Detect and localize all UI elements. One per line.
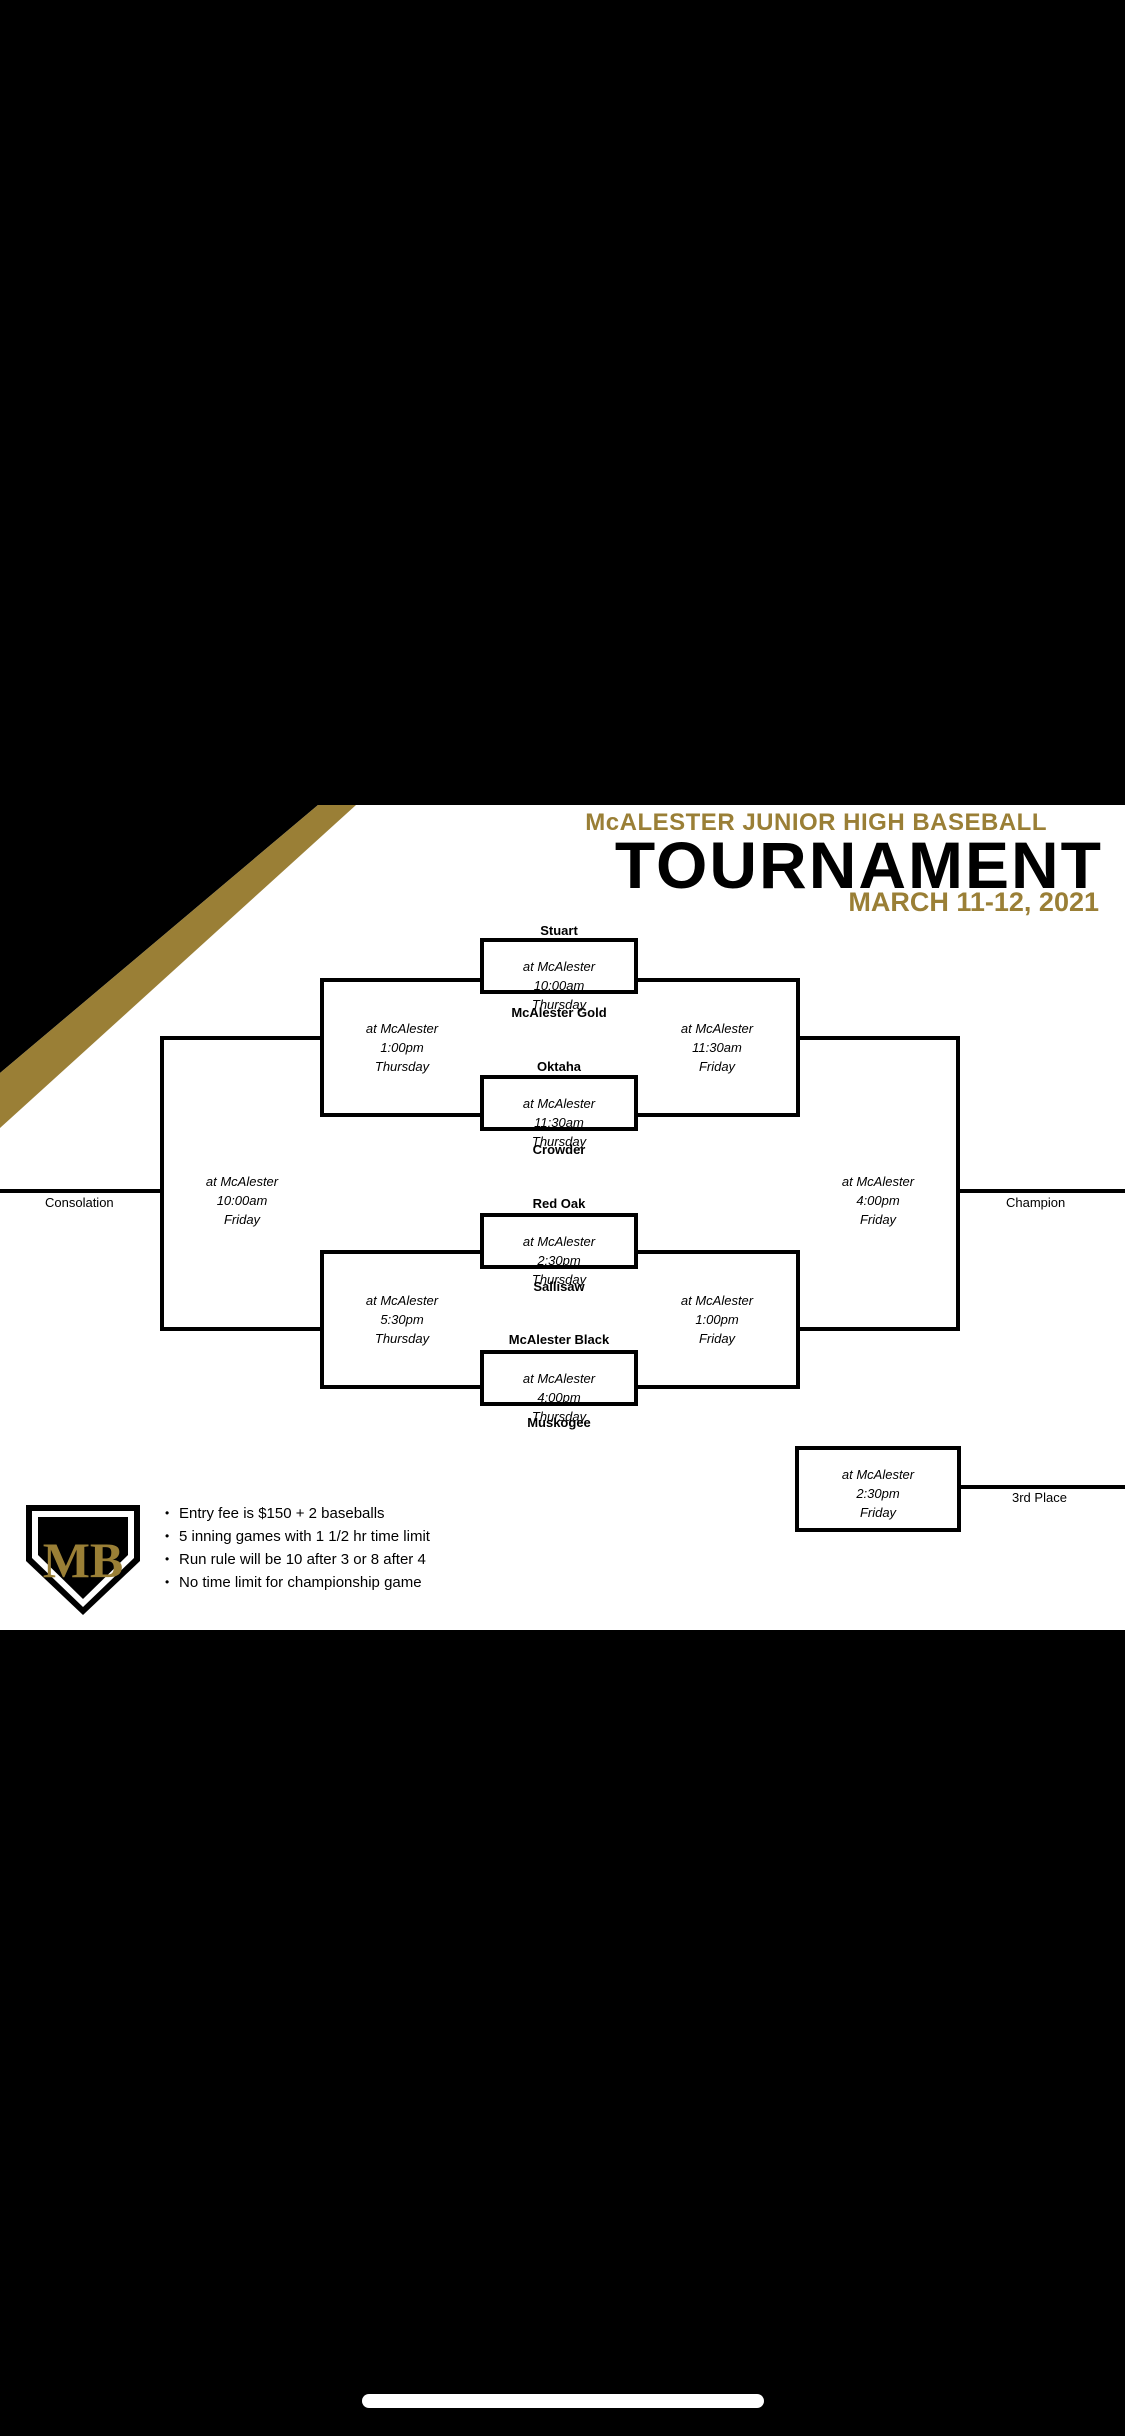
game-venue: at McAlester <box>841 1467 915 1482</box>
corner-banner <box>0 805 356 1128</box>
team-red-oak: Red Oak <box>532 1196 586 1211</box>
team-crowder: Crowder <box>532 1142 586 1157</box>
rules-list: Entry fee is $150 + 2 baseballs 5 inning… <box>165 1502 430 1594</box>
game-venue: at McAlester <box>680 1021 754 1036</box>
game-venue: at McAlester <box>522 959 596 974</box>
game-day: Friday <box>859 1212 897 1227</box>
game-venue: at McAlester <box>522 1371 596 1386</box>
rule-item: Entry fee is $150 + 2 baseballs <box>165 1502 430 1525</box>
team-mcalester-black: McAlester Black <box>508 1332 610 1347</box>
game-venue: at McAlester <box>522 1234 596 1249</box>
game-venue: at McAlester <box>205 1174 279 1189</box>
game-time: 10:00am <box>216 1193 268 1208</box>
game-box-4 <box>480 1350 638 1406</box>
game-time: 2:30pm <box>537 1253 581 1268</box>
game-venue: at McAlester <box>841 1174 915 1189</box>
right-bottom-bracket <box>636 1250 800 1389</box>
game-day: Thursday <box>374 1331 430 1346</box>
game-time: 4:00pm <box>856 1193 900 1208</box>
team-muskogee: Muskogee <box>527 1415 591 1430</box>
team-oktaha: Oktaha <box>536 1059 582 1074</box>
game-day: Thursday <box>531 997 587 1012</box>
game-day: Thursday <box>374 1059 430 1074</box>
left-top-bracket <box>320 978 482 1117</box>
game-day: Friday <box>698 1059 736 1074</box>
game-box-1 <box>480 938 638 994</box>
game-venue: at McAlester <box>365 1021 439 1036</box>
game-day: Friday <box>859 1505 897 1520</box>
banner-gold-stripe <box>0 805 356 1128</box>
game-3-info: at McAlester 2:30pm Thursday <box>484 1232 634 1289</box>
third-place-game-info: at McAlester 2:30pm Friday <box>803 1465 953 1522</box>
champion-label: Champion <box>1006 1195 1066 1210</box>
left-top-game-info: at McAlester 1:00pm Thursday <box>327 1019 477 1076</box>
consolation-label: Consolation <box>45 1195 114 1210</box>
team-stuart: Stuart <box>540 923 578 938</box>
header-title: TOURNAMENT <box>614 828 1103 902</box>
right-top-bracket <box>636 978 800 1117</box>
game-time: 11:30am <box>534 1115 584 1130</box>
game-day: Thursday <box>531 1134 587 1149</box>
school-logo-icon: MB <box>26 1505 140 1615</box>
right-bottom-game-info: at McAlester 1:00pm Friday <box>642 1291 792 1348</box>
rule-item: No time limit for championship game <box>165 1571 430 1594</box>
game-time: 11:30am <box>692 1040 742 1055</box>
championship-bracket <box>798 1036 960 1331</box>
championship-game-info: at McAlester 4:00pm Friday <box>803 1172 953 1229</box>
game-time: 1:00pm <box>695 1312 739 1327</box>
game-venue: at McAlester <box>522 1096 596 1111</box>
tournament-poster: McALESTER JUNIOR HIGH BASEBALL TOURNAMEN… <box>0 805 1125 1630</box>
game-box-2 <box>480 1075 638 1131</box>
game-time: 5:30pm <box>380 1312 424 1327</box>
game-day: Thursday <box>531 1409 587 1424</box>
logo-monogram: MB <box>43 1532 124 1588</box>
bracket-lines <box>0 938 1125 1532</box>
game-box-3 <box>480 1213 638 1269</box>
game-time: 1:00pm <box>380 1040 424 1055</box>
team-sallisaw: Sallisaw <box>533 1279 585 1294</box>
rule-item: 5 inning games with 1 1/2 hr time limit <box>165 1525 430 1548</box>
game-time: 10:00am <box>533 978 585 993</box>
home-indicator[interactable] <box>362 2394 764 2408</box>
header-dates: MARCH 11-12, 2021 <box>848 887 1099 917</box>
game-venue: at McAlester <box>680 1293 754 1308</box>
game-2-info: at McAlester 11:30am Thursday <box>484 1094 634 1151</box>
right-top-game-info: at McAlester 11:30am Friday <box>642 1019 792 1076</box>
left-bottom-game-info: at McAlester 5:30pm Thursday <box>327 1291 477 1348</box>
game-day: Friday <box>698 1331 736 1346</box>
game-time: 2:30pm <box>856 1486 900 1501</box>
game-time: 4:00pm <box>537 1390 581 1405</box>
team-mcalester-gold: McAlester Gold <box>511 1005 607 1020</box>
consolation-bracket <box>160 1036 322 1331</box>
game-day: Friday <box>223 1212 261 1227</box>
header-subtitle: McALESTER JUNIOR HIGH BASEBALL <box>585 809 1047 836</box>
left-bottom-bracket <box>320 1250 482 1389</box>
game-venue: at McAlester <box>365 1293 439 1308</box>
rule-item: Run rule will be 10 after 3 or 8 after 4 <box>165 1548 430 1571</box>
game-day: Thursday <box>531 1272 587 1287</box>
third-place-label: 3rd Place <box>1012 1490 1067 1505</box>
game-4-info: at McAlester 4:00pm Thursday <box>484 1369 634 1426</box>
consolation-game-info: at McAlester 10:00am Friday <box>167 1172 317 1229</box>
game-1-info: at McAlester 10:00am Thursday <box>484 957 634 1014</box>
